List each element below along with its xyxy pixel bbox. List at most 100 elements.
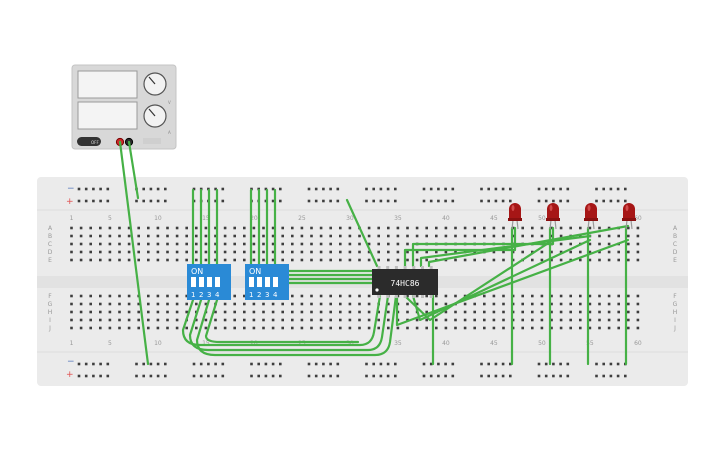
breadboard-hole[interactable]: [262, 250, 265, 254]
breadboard-hole[interactable]: [473, 310, 476, 314]
breadboard-hole[interactable]: [367, 294, 371, 298]
rail-hole[interactable]: [422, 199, 426, 203]
rail-hole[interactable]: [135, 199, 138, 203]
breadboard-hole[interactable]: [127, 258, 131, 262]
breadboard-hole[interactable]: [483, 302, 486, 306]
rail-hole[interactable]: [494, 362, 498, 366]
breadboard-hole[interactable]: [396, 242, 400, 246]
rail-hole[interactable]: [99, 374, 102, 378]
breadboard-hole[interactable]: [367, 326, 371, 330]
breadboard-hole[interactable]: [473, 258, 476, 262]
breadboard-hole[interactable]: [291, 302, 294, 306]
breadboard-hole[interactable]: [329, 302, 332, 306]
breadboard-hole[interactable]: [223, 234, 227, 238]
breadboard-hole[interactable]: [175, 318, 179, 322]
breadboard-hole[interactable]: [271, 242, 275, 246]
breadboard-hole[interactable]: [300, 318, 304, 322]
breadboard-hole[interactable]: [195, 242, 198, 246]
breadboard-hole[interactable]: [329, 258, 332, 262]
rail-hole[interactable]: [566, 374, 570, 378]
breadboard-hole[interactable]: [339, 234, 342, 238]
rail-hole[interactable]: [394, 199, 397, 203]
breadboard-hole[interactable]: [387, 250, 390, 254]
breadboard-hole[interactable]: [156, 234, 160, 238]
rail-hole[interactable]: [271, 362, 275, 366]
breadboard-hole[interactable]: [175, 326, 179, 330]
rail-hole[interactable]: [616, 199, 620, 203]
breadboard-hole[interactable]: [367, 302, 371, 306]
breadboard-hole[interactable]: [607, 326, 611, 330]
rail-hole[interactable]: [199, 362, 203, 366]
breadboard-hole[interactable]: [531, 250, 534, 254]
breadboard-hole[interactable]: [367, 242, 371, 246]
rail-hole[interactable]: [106, 199, 110, 203]
rail-hole[interactable]: [214, 199, 217, 203]
breadboard-hole[interactable]: [319, 302, 323, 306]
breadboard-hole[interactable]: [579, 234, 582, 238]
breadboard-hole[interactable]: [550, 302, 553, 306]
breadboard-hole[interactable]: [415, 258, 419, 262]
breadboard-hole[interactable]: [118, 258, 121, 262]
rail-hole[interactable]: [221, 374, 225, 378]
breadboard-hole[interactable]: [607, 258, 611, 262]
breadboard-hole[interactable]: [243, 310, 246, 314]
breadboard-hole[interactable]: [195, 250, 198, 254]
breadboard-hole[interactable]: [281, 302, 284, 306]
breadboard-hole[interactable]: [137, 302, 140, 306]
jumper-wire-17[interactable]: [188, 294, 390, 352]
rail-hole[interactable]: [552, 187, 555, 191]
breadboard-hole[interactable]: [377, 234, 380, 238]
rail-hole[interactable]: [595, 374, 598, 378]
rail-hole[interactable]: [156, 199, 160, 203]
rail-hole[interactable]: [336, 199, 340, 203]
breadboard-hole[interactable]: [79, 258, 83, 262]
breadboard-hole[interactable]: [214, 250, 217, 254]
rail-hole[interactable]: [552, 362, 555, 366]
rail-hole[interactable]: [509, 187, 512, 191]
breadboard-hole[interactable]: [569, 294, 572, 298]
breadboard-hole[interactable]: [588, 250, 592, 254]
dip-switch-1-toggle-4[interactable]: [215, 277, 220, 287]
rail-hole[interactable]: [149, 187, 153, 191]
breadboard-hole[interactable]: [271, 326, 275, 330]
breadboard-hole[interactable]: [617, 258, 620, 262]
breadboard-hole[interactable]: [339, 302, 342, 306]
breadboard-hole[interactable]: [118, 226, 121, 230]
rail-hole[interactable]: [214, 374, 217, 378]
rail-hole[interactable]: [336, 187, 340, 191]
breadboard-hole[interactable]: [473, 302, 476, 306]
rail-hole[interactable]: [559, 374, 562, 378]
breadboard-hole[interactable]: [396, 258, 400, 262]
breadboard-hole[interactable]: [406, 258, 409, 262]
breadboard-hole[interactable]: [521, 318, 524, 322]
rail-hole[interactable]: [99, 199, 102, 203]
rail-hole[interactable]: [379, 199, 383, 203]
breadboard-hole[interactable]: [223, 318, 227, 322]
breadboard-hole[interactable]: [444, 326, 448, 330]
breadboard-hole[interactable]: [569, 310, 572, 314]
breadboard-hole[interactable]: [166, 234, 169, 238]
breadboard-hole[interactable]: [329, 326, 332, 330]
rail-hole[interactable]: [429, 187, 433, 191]
breadboard-hole[interactable]: [89, 310, 92, 314]
breadboard-hole[interactable]: [521, 302, 524, 306]
rail-hole[interactable]: [250, 362, 253, 366]
power-supply[interactable]: V A OFF: [71, 64, 177, 150]
breadboard-hole[interactable]: [127, 234, 131, 238]
rail-hole[interactable]: [372, 199, 375, 203]
breadboard-hole[interactable]: [531, 302, 534, 306]
breadboard-hole[interactable]: [108, 250, 112, 254]
rail-hole[interactable]: [544, 374, 548, 378]
breadboard-hole[interactable]: [521, 234, 524, 238]
breadboard-hole[interactable]: [204, 258, 208, 262]
rail-hole[interactable]: [422, 187, 426, 191]
rail-hole[interactable]: [379, 374, 383, 378]
breadboard-hole[interactable]: [521, 250, 524, 254]
rail-hole[interactable]: [192, 362, 196, 366]
rail-hole[interactable]: [537, 362, 541, 366]
breadboard-hole[interactable]: [435, 294, 438, 298]
breadboard-hole[interactable]: [99, 258, 102, 262]
rail-hole[interactable]: [307, 187, 311, 191]
dip-switch-1[interactable]: ON 1 2 3 4: [187, 264, 231, 300]
